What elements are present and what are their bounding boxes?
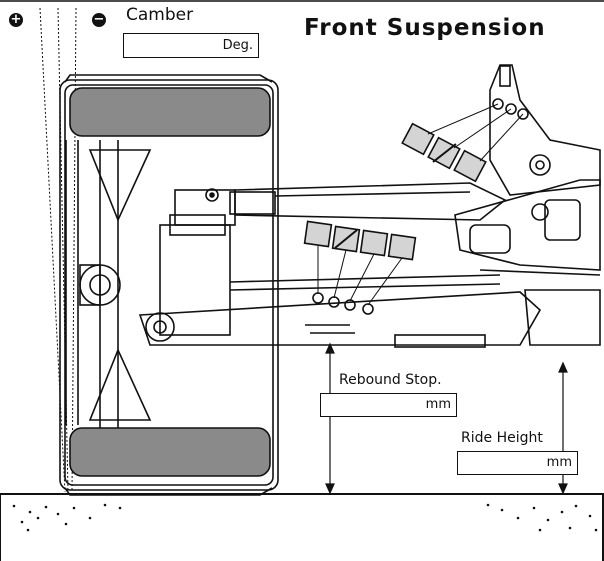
hub-carrier [159, 188, 236, 336]
ride-height-unit-box[interactable]: mm [457, 451, 578, 475]
camber-label: Camber [126, 5, 194, 25]
rebound-stop-dimension [325, 342, 335, 495]
plus-circle-icon: + [9, 12, 23, 27]
rebound-stop-unit-box[interactable]: mm [320, 393, 457, 417]
arm-setting-boxes [303, 220, 417, 261]
camber-unit: Deg. [222, 38, 253, 53]
ride-height-unit: mm [546, 455, 572, 470]
front-wheel [59, 74, 279, 496]
rebound-stop-unit: mm [425, 397, 451, 412]
tower-holes [492, 98, 529, 120]
rebound-stop-label: Rebound Stop. [339, 372, 442, 388]
minus-circle-icon: − [92, 12, 106, 27]
camber-unit-box[interactable]: Deg. [123, 33, 259, 58]
page-title: Front Suspension [304, 15, 546, 41]
ride-height-label: Ride Height [461, 430, 543, 446]
tower-setting-boxes [401, 122, 487, 183]
lower-arm [138, 274, 542, 348]
ground-texture [12, 503, 598, 532]
upper-arm [229, 182, 507, 221]
chassis-and-tower [454, 64, 601, 346]
